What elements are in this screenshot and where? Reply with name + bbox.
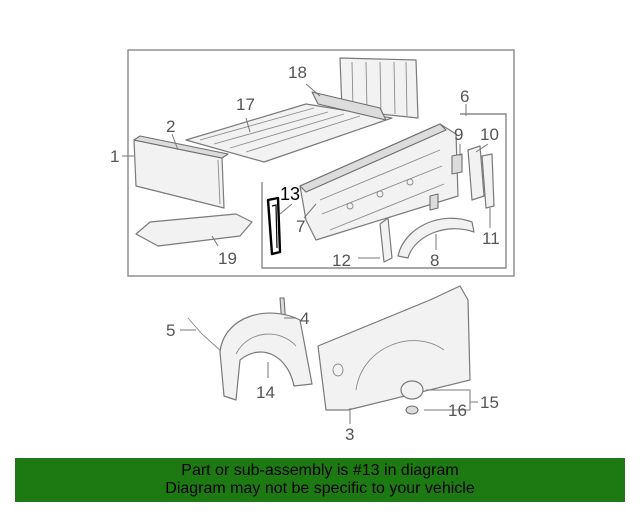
callout-2: 2: [166, 117, 175, 136]
callout-3: 3: [345, 425, 354, 444]
callout-4: 4: [300, 309, 309, 328]
bracket-9-part: [451, 153, 463, 175]
group-frame-6: [261, 113, 507, 269]
callout-10: 10: [480, 125, 499, 144]
cable-5-part: [187, 317, 223, 353]
callout-19: 19: [218, 249, 237, 268]
callout-11: 11: [482, 229, 500, 248]
callout-7: 7: [296, 217, 305, 236]
callout-17: 17: [236, 95, 255, 114]
parts-diagram: 1 2 3 4 5 6 7 8 9 10 11 12 13 14 15 16 1…: [110, 49, 515, 444]
floor-mat-19-part: [135, 213, 253, 247]
callout-12: 12: [332, 251, 351, 270]
outer-fender-3-part: [317, 285, 471, 411]
banner-part-note: Part or sub-assembly is #13 in diagram: [181, 462, 459, 479]
callout-9: 9: [454, 125, 463, 144]
tailgate-part: [311, 57, 419, 121]
info-banner: Part or sub-assembly is #13 in diagram D…: [15, 458, 625, 502]
callout-1: 1: [110, 147, 119, 166]
callout-14: 14: [256, 383, 275, 402]
callout-13: 13: [280, 184, 300, 204]
callout-15: 15: [480, 393, 499, 412]
wheel-liner-14-part: [219, 312, 313, 401]
wheelhouse-trim-8-part: [397, 217, 475, 259]
side-inner-panel-part: [299, 123, 459, 241]
callout-18: 18: [288, 63, 307, 82]
fuel-door-15-part: [400, 380, 424, 400]
bracket-small-part: [429, 193, 439, 211]
pillar-10-part: [467, 145, 485, 201]
banner-disclaimer: Diagram may not be specific to your vehi…: [165, 480, 475, 497]
leader-lines: [122, 83, 491, 424]
callout-5: 5: [166, 321, 175, 340]
diagram-frame: [127, 49, 515, 277]
callout-16: 16: [448, 401, 467, 420]
bracket-12-part: [379, 217, 393, 263]
callout-6: 6: [460, 87, 469, 106]
pillar-11-part: [481, 153, 495, 209]
bed-floor-part: [185, 103, 393, 163]
highlighted-bracket-13: [266, 196, 282, 256]
callout-8: 8: [430, 251, 439, 270]
front-panel-part: [133, 135, 229, 209]
fuel-cap-16-part: [405, 405, 419, 415]
